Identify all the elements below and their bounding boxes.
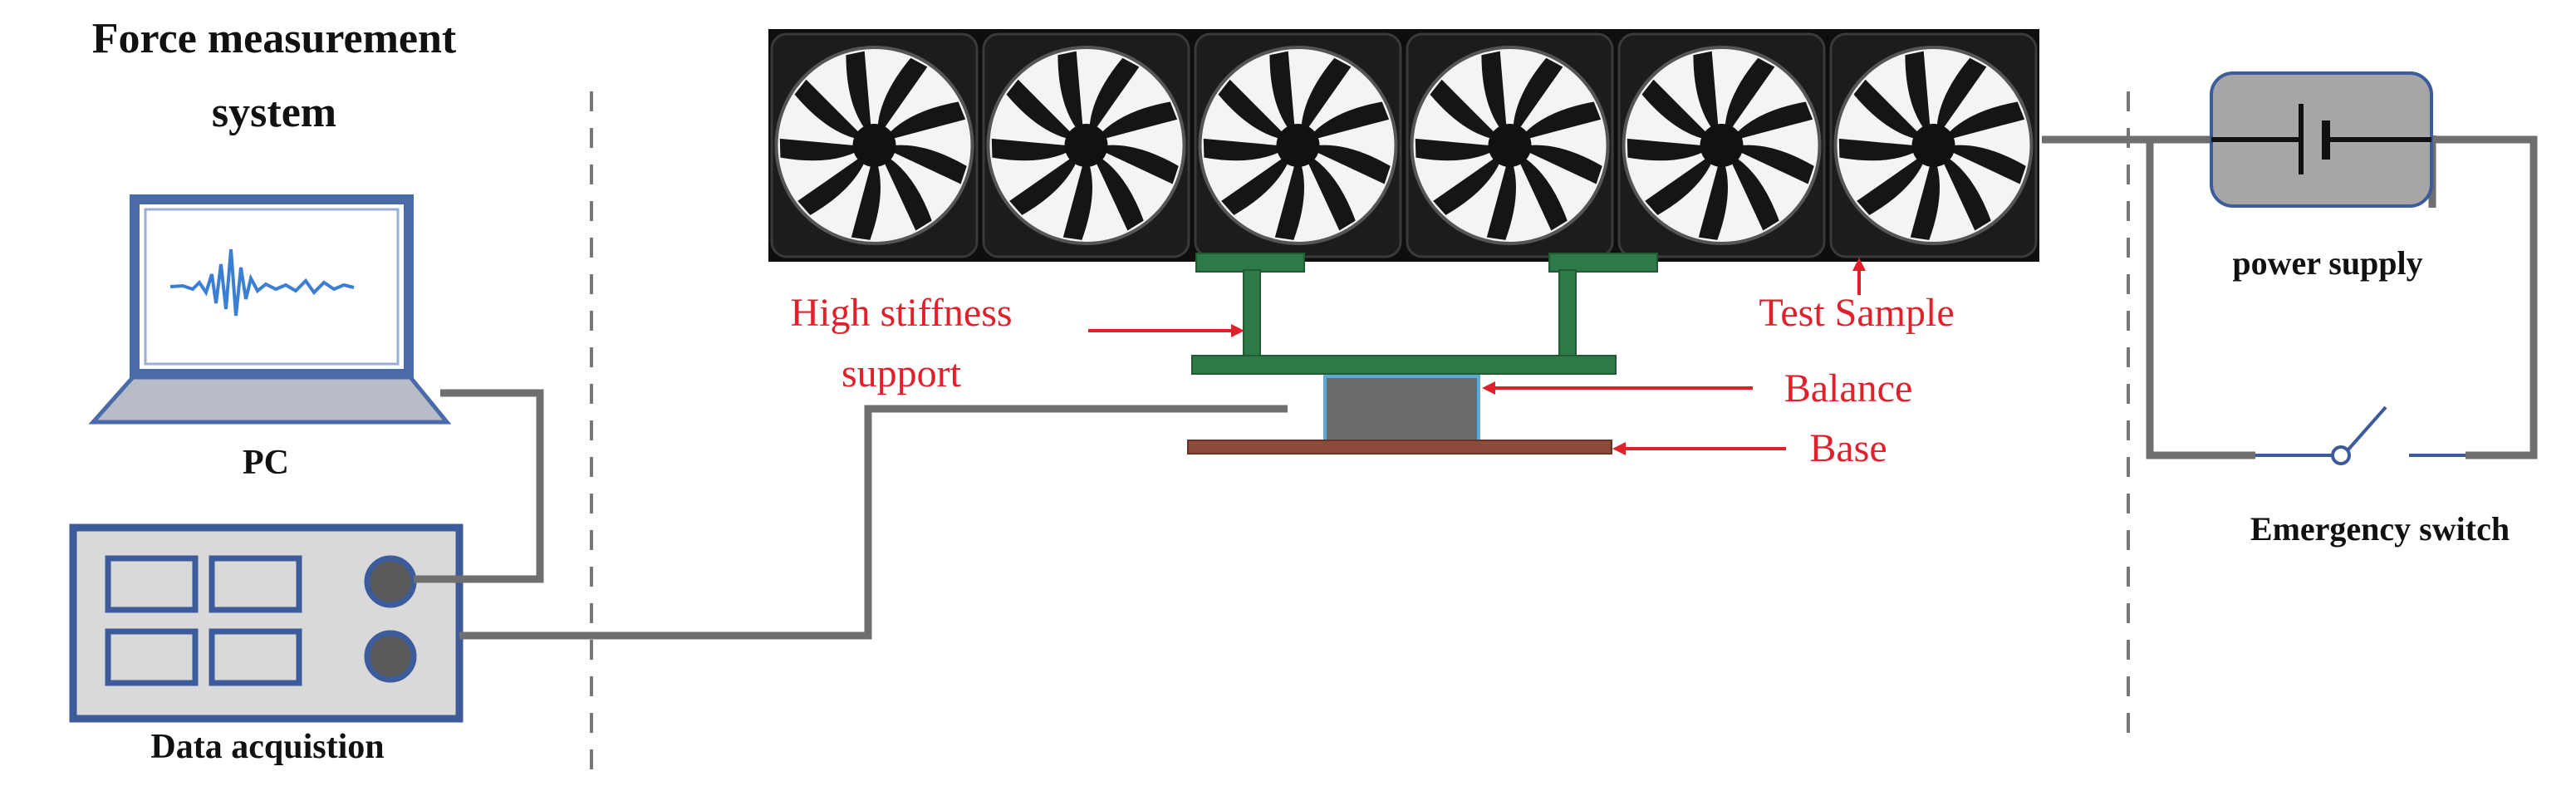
support-label-line2: support (841, 351, 962, 396)
support-label-line1: High stiffness (790, 291, 1012, 335)
power-supply-label: power supply (2232, 244, 2422, 282)
section-title: Force measurement (92, 15, 457, 62)
data-acquisition-device-icon (69, 523, 464, 723)
battery-icon (2210, 71, 2433, 208)
fan-unit-icon (1194, 32, 1402, 258)
fan-unit-icon (982, 32, 1190, 258)
base-label: Base (1809, 426, 1887, 470)
fan-unit-icon (1406, 32, 1614, 258)
high-stiffness-support (1191, 253, 1658, 375)
balance-block (1323, 375, 1480, 443)
cable-pc-to-daq (414, 389, 544, 583)
input-port-top (364, 555, 417, 608)
fan-unit-icon (770, 32, 979, 258)
base-plate (1187, 440, 1612, 454)
fan-array-icon (768, 29, 2039, 262)
annotation-arrows (1088, 258, 1866, 455)
test-sample-label: Test Sample (1759, 291, 1954, 335)
laptop-icon (88, 194, 452, 425)
emergency-switch-label: Emergency switch (2250, 510, 2510, 548)
data-acquisition-label: Data acquistion (150, 728, 384, 766)
pc-label: PC (243, 444, 289, 482)
section-title-line2: system (212, 89, 336, 136)
input-port-bottom (364, 630, 417, 683)
signal-trace (169, 248, 355, 317)
fan-unit-icon (1829, 32, 2038, 258)
switch-icon (2255, 405, 2466, 465)
balance-label: Balance (1784, 366, 1913, 410)
cable-daq-to-balance (459, 405, 1288, 640)
fan-unit-icon (1617, 32, 1826, 258)
